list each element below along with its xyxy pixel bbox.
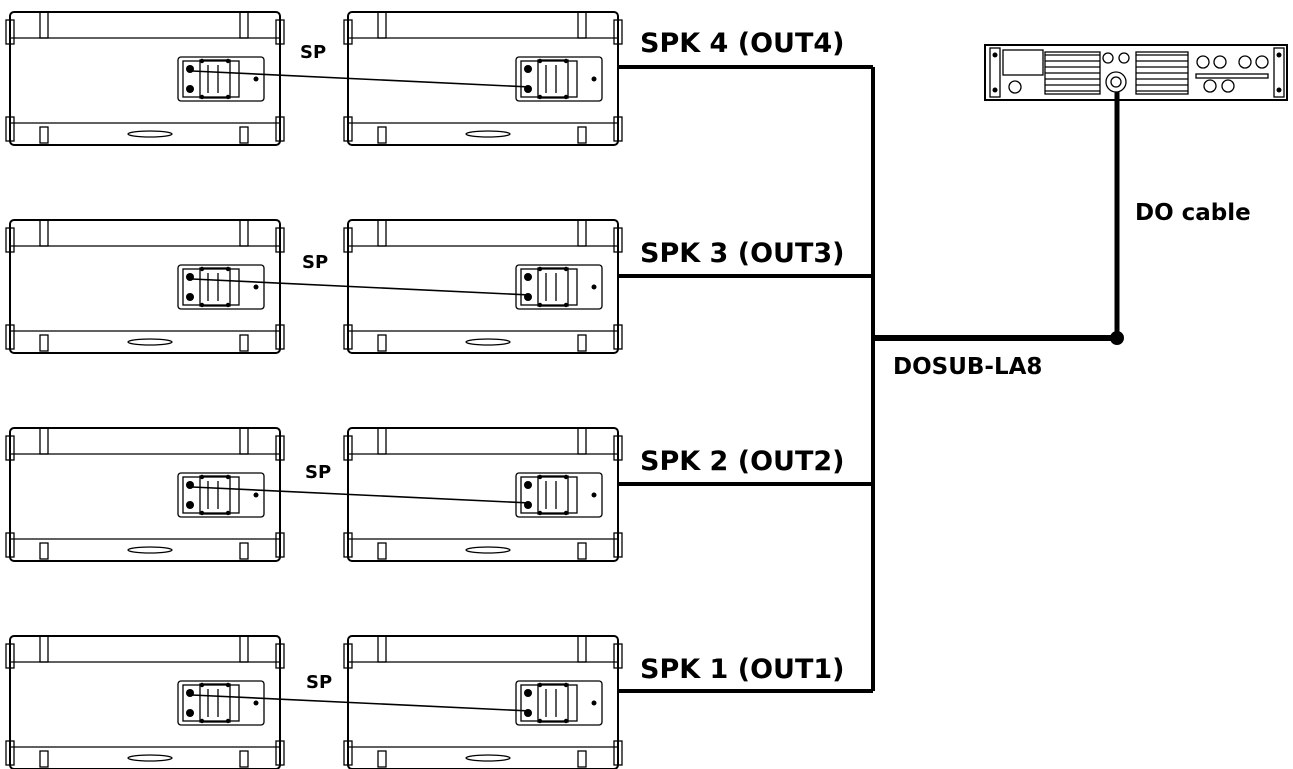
subwoofer-cabinet	[5, 11, 285, 146]
label-sp-row2: SP	[305, 462, 331, 483]
label-sp-row3: SP	[302, 252, 328, 273]
subwoofer-cabinet	[343, 635, 623, 769]
label-out4: SPK 4 (OUT4)	[640, 28, 845, 59]
subwoofer-cabinet	[343, 427, 623, 562]
subwoofer-cabinet	[343, 219, 623, 354]
connector-panel	[515, 56, 603, 102]
row-out2-cabinets	[5, 427, 623, 562]
cabinet-group	[5, 11, 623, 769]
connector-panel	[177, 680, 265, 726]
sp-link-cable	[191, 694, 531, 712]
subwoofer-cabinet	[5, 427, 285, 562]
sp-link-cable	[191, 278, 531, 296]
label-dosub: DOSUB-LA8	[893, 354, 1042, 380]
sp-link-cable	[191, 70, 531, 88]
label-out2: SPK 2 (OUT2)	[640, 446, 845, 477]
connector-panel	[177, 56, 265, 102]
label-out3: SPK 3 (OUT3)	[640, 238, 845, 269]
connector-panel	[515, 472, 603, 518]
subwoofer-cabinet	[5, 219, 285, 354]
subwoofer-cabinet	[343, 11, 623, 146]
label-out1: SPK 1 (OUT1)	[640, 654, 845, 685]
connector-panel	[177, 472, 265, 518]
label-sp-row4: SP	[300, 42, 326, 63]
row-out1-cabinets	[5, 635, 623, 769]
subwoofer-cabinet	[5, 635, 285, 769]
connector-panel	[177, 264, 265, 310]
amplifier-rack-unit	[984, 44, 1288, 101]
label-do-cable: DO cable	[1135, 200, 1251, 226]
row-out3-cabinets	[5, 219, 623, 354]
sp-link-cable	[191, 486, 531, 504]
row-out4-cabinets	[5, 11, 623, 146]
label-sp-row1: SP	[306, 672, 332, 693]
